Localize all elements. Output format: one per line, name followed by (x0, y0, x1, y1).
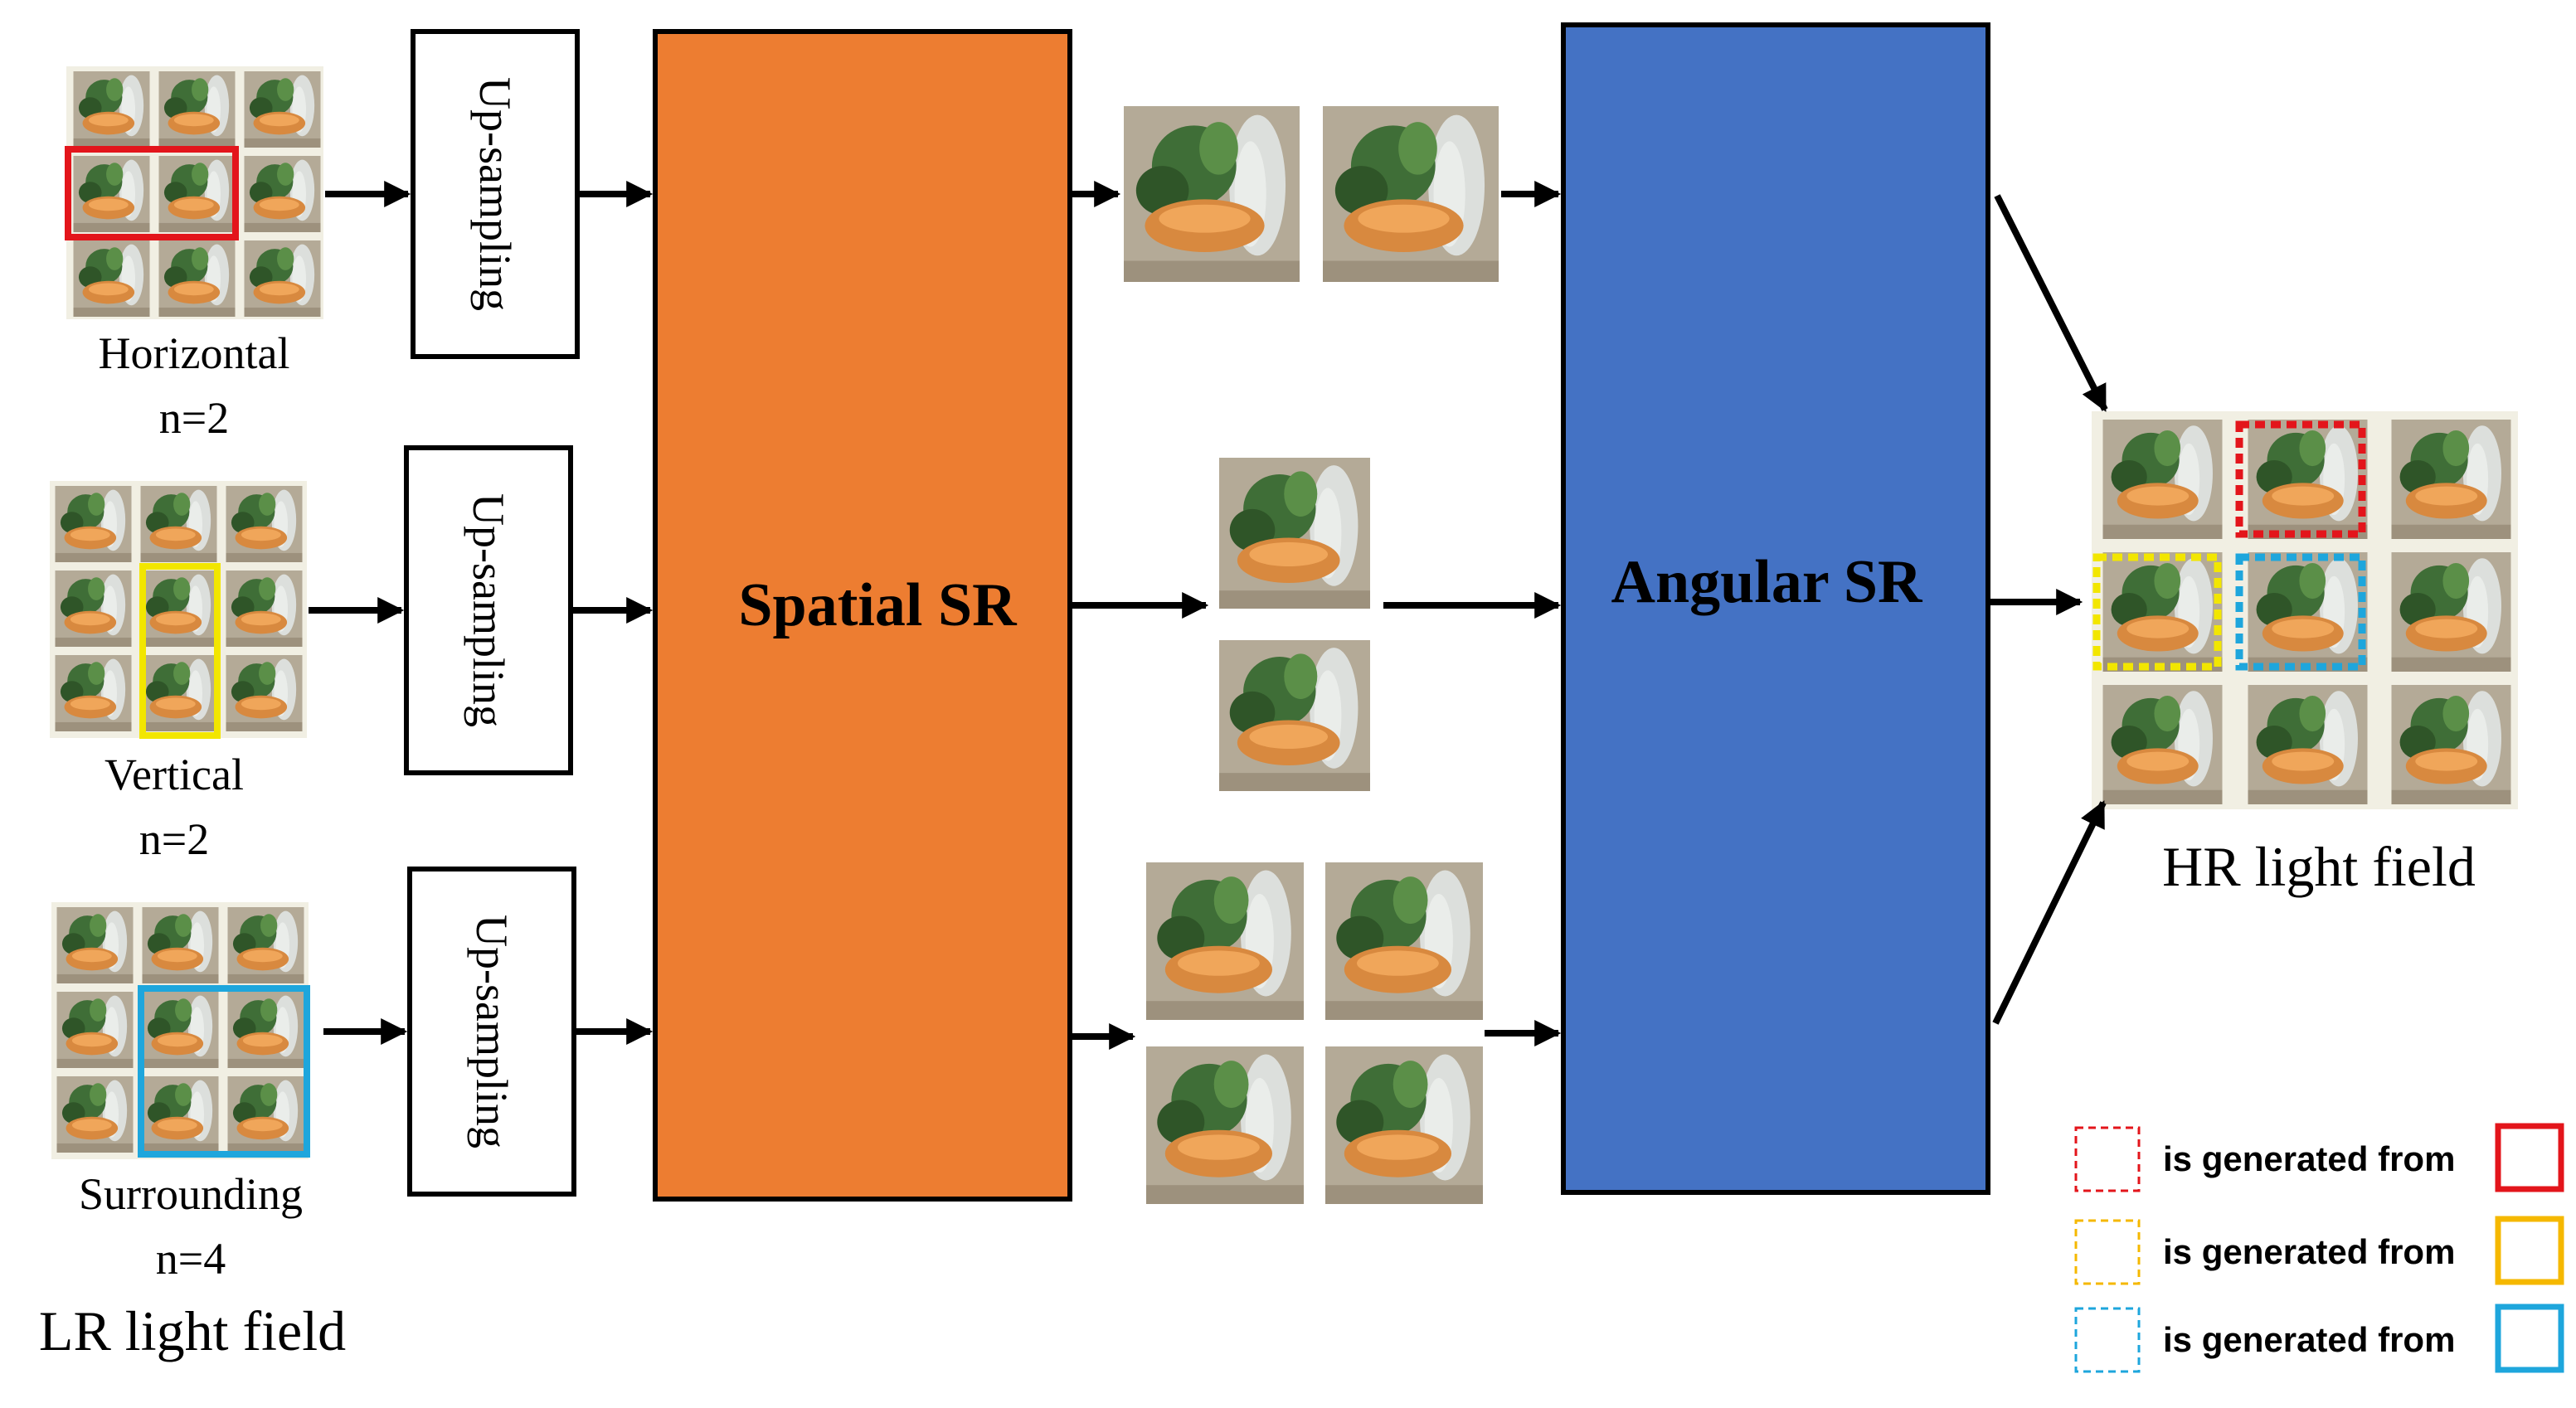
arrow-angular-to-hr-bottom (1992, 800, 2107, 1025)
hr-blue-dashed-box (2235, 553, 2366, 671)
legend-yellow-dashed-swatch (2074, 1219, 2141, 1285)
angular-sr-label: Angular SR (1611, 548, 1923, 616)
horizontal-label: Horizontal (99, 328, 290, 378)
upsampling-box-1: Up-sampling (411, 29, 580, 359)
legend-red-dashed-swatch (2074, 1126, 2141, 1192)
flow-arrows (309, 181, 2108, 1050)
surrounding-label: Surrounding (79, 1169, 303, 1219)
upsampling-label-2: Up-sampling (464, 493, 513, 727)
legend-row-red: is generated from (2074, 1123, 2564, 1192)
upsampling-label-1: Up-sampling (470, 77, 520, 311)
legend-red-text: is generated from (2163, 1139, 2455, 1178)
legend-blue-solid-swatch (2495, 1304, 2564, 1373)
vertical-label: Vertical (104, 750, 244, 799)
sr-views-horizontal (1124, 106, 1499, 282)
legend-blue-dashed-swatch (2074, 1307, 2141, 1373)
hr-title: HR light field (2162, 835, 2476, 898)
horizontal-highlight-box (65, 146, 239, 240)
vertical-highlight-box (139, 563, 221, 739)
sr-views-surrounding (1146, 862, 1483, 1204)
surrounding-highlight-box (138, 985, 310, 1158)
lr-group-horizontal: Horizontal n=2 (65, 66, 323, 443)
lr-title: LR light field (39, 1299, 346, 1362)
lr-group-vertical: Vertical n=2 (50, 481, 307, 864)
surrounding-n-label: n=4 (156, 1234, 226, 1284)
angular-sr-block (1561, 22, 1990, 1195)
upsampling-box-2: Up-sampling (404, 445, 573, 775)
legend-row-blue: is generated from (2074, 1304, 2564, 1373)
legend-yellow-text: is generated from (2163, 1232, 2455, 1271)
legend: is generated from is generated from is g… (2074, 1123, 2564, 1373)
vertical-n-label: n=2 (139, 814, 209, 864)
upsampling-box-3: Up-sampling (407, 867, 576, 1197)
hr-light-field-grid (2092, 411, 2518, 809)
hr-yellow-dashed-box (2092, 553, 2222, 671)
spatial-sr-block (653, 29, 1072, 1202)
upsampling-label-3: Up-sampling (467, 915, 517, 1148)
hr-red-dashed-box (2235, 420, 2366, 538)
legend-blue-text: is generated from (2163, 1320, 2455, 1359)
lr-group-surrounding: Surrounding n=4 (51, 902, 310, 1284)
arrow-angular-to-hr-top (1994, 194, 2108, 412)
horizontal-n-label: n=2 (159, 393, 229, 443)
sr-views-vertical (1219, 458, 1370, 791)
legend-red-solid-swatch (2495, 1123, 2564, 1192)
spatial-sr-label: Spatial SR (738, 571, 1018, 639)
legend-row-yellow: is generated from (2074, 1216, 2564, 1285)
legend-yellow-solid-swatch (2495, 1216, 2564, 1285)
